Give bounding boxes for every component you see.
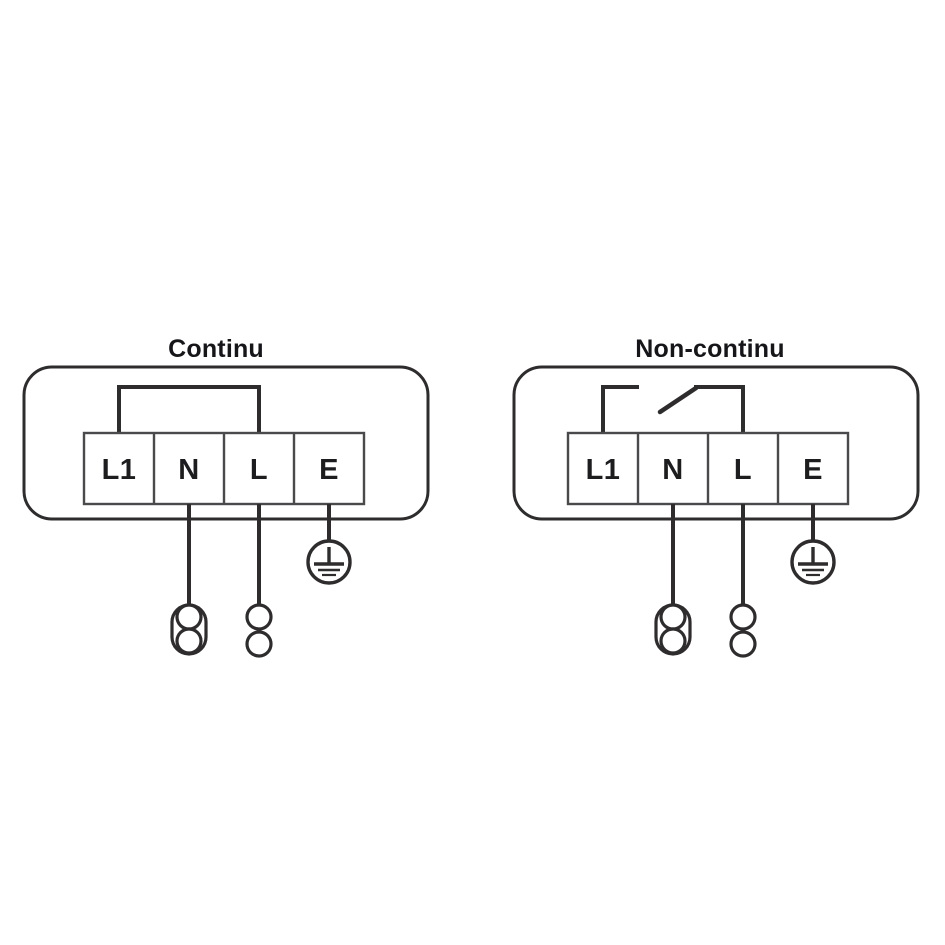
terminal-label-n: N: [178, 454, 199, 486]
pin-lower: [659, 627, 687, 655]
terminal-label-e: E: [803, 454, 823, 486]
terminal-block-non-continu: L1 N L E: [566, 431, 850, 506]
switch-wire-to-l: [694, 385, 745, 433]
enclosure-outline-continu: [22, 365, 430, 521]
terminal-label-n: N: [662, 454, 683, 486]
switch-wire-from-l1: [601, 385, 639, 433]
earth-symbol-non-continu: [790, 539, 836, 585]
connector-linked-live-non-continu: [729, 603, 757, 658]
terminal-block-continu: L1 N L E: [82, 431, 366, 506]
drop-wires-non-continu: [671, 504, 815, 607]
connector-linked-live-continu: [245, 603, 273, 658]
diagram-title-non-continu: Non-continu: [635, 335, 784, 363]
diagram-title-continu: Continu: [168, 335, 264, 363]
pin-upper: [659, 603, 687, 631]
jumper-wire-l1-to-l: [117, 385, 261, 433]
connector-capsule-neutral-continu: [170, 603, 208, 656]
enclosure-outline-non-continu: [512, 365, 920, 521]
jumper-link-continu: [117, 385, 261, 433]
terminal-label-l1: L1: [102, 454, 137, 486]
terminal-label-l1: L1: [586, 454, 621, 486]
terminal-label-l: L: [734, 454, 752, 486]
pin-upper: [245, 603, 273, 631]
drop-wires-continu: [187, 504, 331, 607]
diagram-non-continu: Non-continu L1 N L E: [512, 335, 920, 658]
terminal-label-l: L: [250, 454, 268, 486]
pin-lower: [175, 627, 203, 655]
switch-link-non-continu: [601, 385, 745, 433]
pin-upper: [729, 603, 757, 631]
diagram-continu: Continu L1 N L E: [22, 335, 430, 658]
earth-symbol-continu: [306, 539, 352, 585]
connector-capsule-neutral-non-continu: [654, 603, 692, 656]
pin-upper: [175, 603, 203, 631]
pin-lower: [729, 630, 757, 658]
pin-lower: [245, 630, 273, 658]
terminal-label-e: E: [319, 454, 339, 486]
switch-contact-arm: [657, 385, 699, 415]
